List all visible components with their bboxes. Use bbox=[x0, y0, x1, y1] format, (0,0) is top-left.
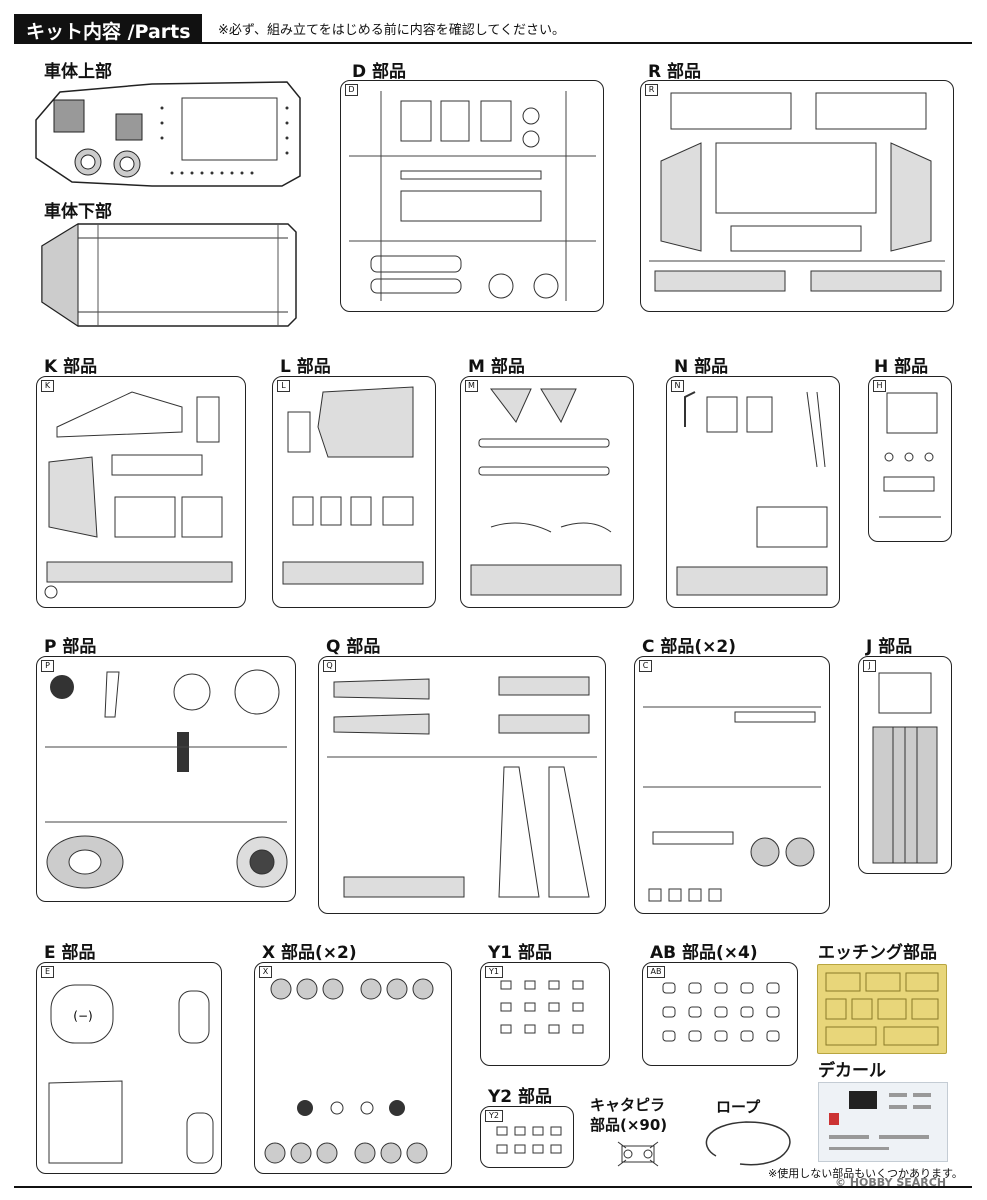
sprue-m-tag: M bbox=[465, 380, 478, 392]
sprue-k-parts bbox=[44, 391, 233, 599]
sprue-l-label: L 部品 bbox=[280, 357, 331, 377]
sprue-x: X bbox=[254, 962, 452, 1174]
track-link-drawing bbox=[617, 1141, 659, 1167]
sprue-x-tag: X bbox=[259, 966, 272, 978]
sprue-e-label: E 部品 bbox=[44, 943, 96, 963]
etching-label: エッチング部品 bbox=[818, 943, 937, 963]
sprue-n-label: N 部品 bbox=[674, 357, 729, 377]
sprue-n-parts bbox=[676, 391, 828, 596]
sprue-p-parts bbox=[45, 669, 288, 889]
sprue-m-label: M 部品 bbox=[468, 357, 525, 377]
svg-text:(−): (−) bbox=[73, 1009, 92, 1023]
sprue-y2-label: Y2 部品 bbox=[488, 1087, 553, 1107]
header-title: キット内容 /Parts bbox=[26, 21, 191, 43]
sprue-j-tag: J bbox=[863, 660, 876, 672]
sprue-ab-tag: AB bbox=[647, 966, 665, 978]
upper-hull-label: 車体上部 bbox=[44, 62, 112, 82]
sprue-ab: AB bbox=[642, 962, 798, 1066]
sprue-d: D bbox=[340, 80, 604, 312]
decal-label: デカール bbox=[818, 1061, 886, 1081]
header: キット内容 /Parts ※必ず、組み立てをはじめる前に内容を確認してください。 bbox=[14, 14, 972, 44]
sprue-q: Q bbox=[318, 656, 606, 914]
sprue-y1-tag: Y1 bbox=[485, 966, 503, 978]
sprue-y2-parts bbox=[496, 1126, 562, 1154]
footnote: ※使用しない部品もいくつかあります。 bbox=[768, 1167, 963, 1180]
sprue-l-parts bbox=[282, 386, 424, 585]
sprue-l-tag: L bbox=[277, 380, 290, 392]
sprue-x-label: X 部品(×2) bbox=[262, 943, 357, 963]
track-label: キャタピラ bbox=[590, 1096, 666, 1114]
sprue-h-tag: H bbox=[873, 380, 886, 392]
sprue-r-label: R 部品 bbox=[648, 62, 702, 82]
sprue-h: H bbox=[868, 376, 952, 542]
sprue-e-parts: (−) bbox=[48, 984, 214, 1164]
sprue-c-parts bbox=[643, 706, 821, 902]
sprue-h-label: H 部品 bbox=[874, 357, 929, 377]
sprue-c-label: C 部品(×2) bbox=[642, 637, 737, 657]
decal-sheet bbox=[818, 1082, 948, 1162]
sprue-r-parts bbox=[649, 92, 945, 292]
sprue-ab-parts bbox=[662, 982, 780, 1042]
sprue-n: N bbox=[666, 376, 840, 608]
sprue-p-label: P 部品 bbox=[44, 637, 97, 657]
sprue-q-parts bbox=[327, 676, 597, 898]
sprue-e: E (−) bbox=[36, 962, 222, 1174]
sprue-d-label: D 部品 bbox=[352, 62, 407, 82]
sprue-c: C bbox=[634, 656, 830, 914]
track-count-label: 部品(×90) bbox=[590, 1116, 668, 1134]
sprue-m: M bbox=[460, 376, 634, 608]
sprue-y1: Y1 bbox=[480, 962, 610, 1066]
sprue-j-label: J 部品 bbox=[866, 637, 913, 657]
lower-hull-label: 車体下部 bbox=[44, 202, 112, 222]
etching-parts bbox=[825, 972, 939, 1046]
sprue-l: L bbox=[272, 376, 436, 608]
header-title-bar: キット内容 /Parts bbox=[14, 14, 202, 44]
sprue-m-parts bbox=[470, 388, 622, 596]
etching-fret bbox=[817, 964, 947, 1054]
rope-label: ロープ bbox=[716, 1098, 761, 1116]
decal-contents bbox=[829, 1091, 931, 1150]
sprue-h-parts bbox=[879, 392, 941, 518]
lower-hull-drawing bbox=[41, 223, 297, 327]
sprue-k-label: K 部品 bbox=[44, 357, 98, 377]
sprue-d-parts bbox=[349, 91, 596, 301]
sprue-y2: Y2 bbox=[480, 1106, 574, 1168]
sprue-j-parts bbox=[872, 672, 938, 864]
sprue-q-tag: Q bbox=[323, 660, 336, 672]
sprue-r: R bbox=[640, 80, 954, 312]
sprue-k: K bbox=[36, 376, 246, 608]
sprue-p-tag: P bbox=[41, 660, 54, 672]
sprue-k-tag: K bbox=[41, 380, 54, 392]
watermark: © HOBBY SEARCH bbox=[835, 1176, 947, 1189]
sprue-e-tag: E bbox=[41, 966, 54, 978]
sprue-ab-label: AB 部品(×4) bbox=[650, 943, 758, 963]
sprue-r-tag: R bbox=[645, 84, 658, 96]
sprue-c-tag: C bbox=[639, 660, 652, 672]
sprue-n-tag: N bbox=[671, 380, 684, 392]
sprue-y1-label: Y1 部品 bbox=[488, 943, 553, 963]
footer-rule bbox=[14, 1186, 972, 1188]
sprue-d-tag: D bbox=[345, 84, 358, 96]
sprue-j: J bbox=[858, 656, 952, 874]
sprue-x-parts bbox=[264, 978, 434, 1164]
sprue-p: P bbox=[36, 656, 296, 902]
sprue-y1-parts bbox=[500, 980, 584, 1034]
rope-drawing bbox=[705, 1121, 791, 1166]
sprue-q-label: Q 部品 bbox=[326, 637, 381, 657]
sprue-y2-tag: Y2 bbox=[485, 1110, 503, 1122]
header-note: ※必ず、組み立てをはじめる前に内容を確認してください。 bbox=[218, 23, 565, 38]
upper-hull-drawing bbox=[35, 81, 301, 187]
header-rule bbox=[14, 42, 972, 44]
